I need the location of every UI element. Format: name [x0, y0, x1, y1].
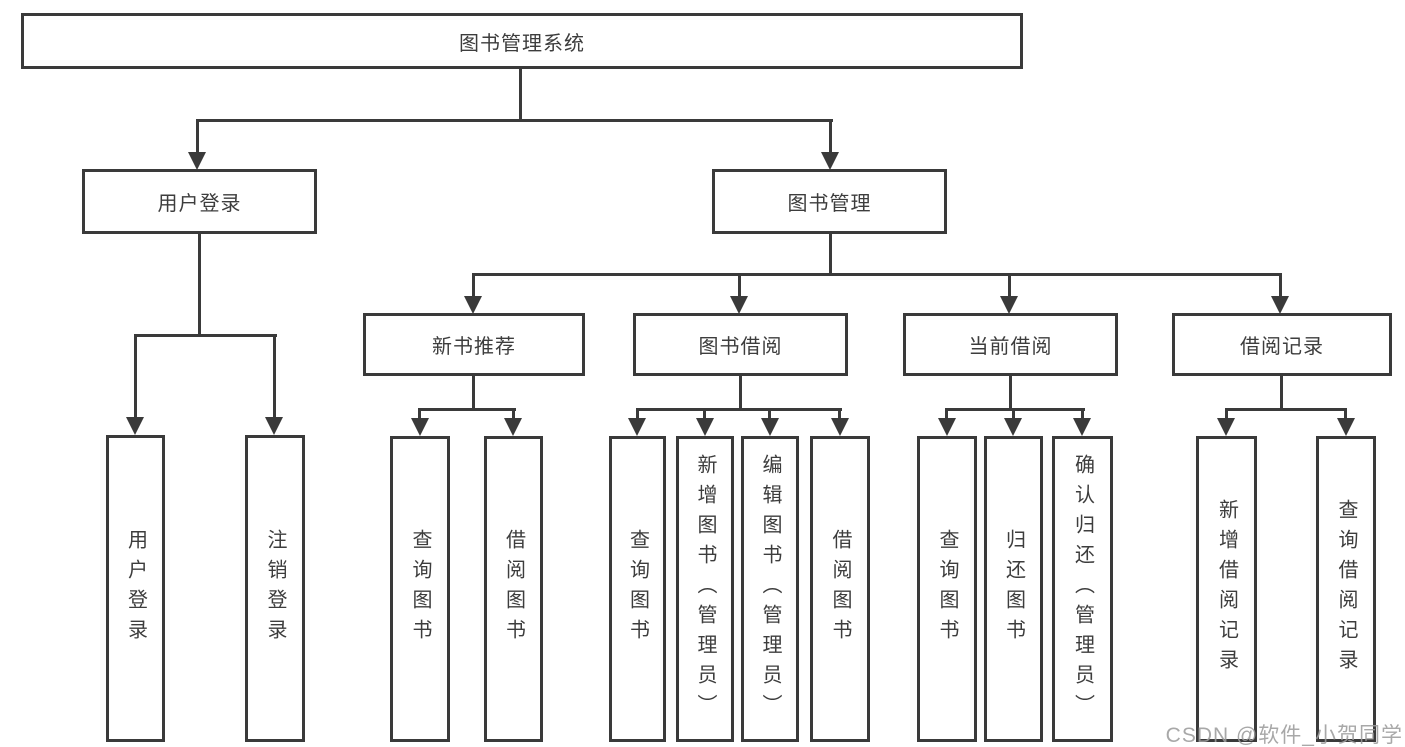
leaf-cur-query-books: 查询图书: [917, 436, 977, 742]
arrowhead-recd-add-icon: [1217, 418, 1235, 436]
arrowhead-login-icon: [126, 417, 144, 435]
leaf-recd-add-record: 新增借阅记录: [1196, 436, 1257, 742]
arrowhead-bor-edit-icon: [761, 418, 779, 436]
node-book-borrow-label: 图书借阅: [698, 336, 783, 358]
node-current-borrow: 当前借阅: [903, 313, 1118, 376]
connector-drop-current: [1008, 273, 1011, 298]
leaf-rec-borrow-books: 借阅图书: [484, 436, 543, 742]
connector-drop-bor-query: [636, 408, 639, 420]
leaf-logout-label: 注销登录: [264, 528, 286, 649]
connector-borrow-stem: [739, 376, 742, 409]
arrowhead-recd-query-icon: [1337, 418, 1355, 436]
connector-drop-records: [1279, 273, 1282, 298]
leaf-recd-query-record-label: 查询借阅记录: [1335, 499, 1357, 679]
leaf-rec-query-books: 查询图书: [390, 436, 450, 742]
leaf-rec-query-books-label: 查询图书: [409, 529, 431, 649]
node-book-mgmt: 图书管理: [712, 169, 947, 234]
arrowhead-bor-query-icon: [628, 418, 646, 436]
arrowhead-rec-query-icon: [411, 418, 429, 436]
arrowhead-book-mgmt-icon: [821, 152, 839, 170]
arrowhead-recommend-icon: [464, 296, 482, 314]
arrowhead-rec-borrow-icon: [504, 418, 522, 436]
connector-login-crossbar: [134, 334, 277, 337]
leaf-bor-add-books-admin-label: 新增图书（管理员）: [694, 454, 716, 724]
node-borrow-records-label: 借阅记录: [1240, 336, 1324, 358]
connector-drop-user-login: [196, 119, 199, 157]
node-borrow-records: 借阅记录: [1172, 313, 1392, 376]
arrowhead-records-icon: [1271, 296, 1289, 314]
node-library-system: 图书管理系统: [21, 13, 1023, 69]
arrowhead-cur-query-icon: [938, 418, 956, 436]
connector-drop-cur-return: [1012, 408, 1015, 420]
node-user-login: 用户登录: [82, 169, 317, 234]
node-new-book-recommend-label: 新书推荐: [432, 336, 516, 358]
node-new-book-recommend: 新书推荐: [363, 313, 585, 376]
connector-root-crossbar: [196, 119, 833, 122]
connector-drop-bor-edit: [768, 408, 771, 420]
leaf-recd-add-record-label: 新增借阅记录: [1215, 499, 1238, 679]
arrowhead-current-icon: [1000, 296, 1018, 314]
leaf-user-login: 用户登录: [106, 435, 165, 742]
connector-recommend-crossbar: [418, 408, 516, 411]
arrowhead-bor-add-icon: [696, 418, 714, 436]
leaf-recd-query-record: 查询借阅记录: [1316, 436, 1376, 742]
arrowhead-logout-icon: [265, 417, 283, 435]
leaf-user-login-label: 用户登录: [124, 528, 147, 649]
connector-mgmt-crossbar: [472, 273, 1282, 276]
arrowhead-cur-return-icon: [1004, 418, 1022, 436]
node-library-system-label: 图书管理系统: [459, 32, 585, 55]
connector-drop-cur-confirm: [1081, 408, 1084, 420]
leaf-rec-borrow-books-label: 借阅图书: [502, 529, 525, 649]
connector-login-stem: [198, 234, 201, 335]
connector-root-stem: [519, 69, 522, 120]
connector-drop-cur-query: [945, 408, 948, 420]
leaf-bor-borrow-books-label: 借阅图书: [829, 529, 851, 649]
leaf-bor-edit-books-admin-label: 编辑图书（管理员）: [759, 454, 781, 724]
csdn-watermark: CSDN @软件_小贺同学: [1165, 724, 1403, 747]
connector-drop-book-mgmt: [829, 119, 832, 157]
connector-current-stem: [1009, 376, 1012, 409]
leaf-cur-confirm-return-admin: 确认归还（管理员）: [1052, 436, 1113, 742]
connector-drop-recd-add: [1225, 408, 1228, 420]
connector-drop-logout: [273, 334, 276, 419]
leaf-bor-query-books-label: 查询图书: [626, 529, 649, 649]
leaf-logout: 注销登录: [245, 435, 305, 742]
leaf-cur-confirm-return-admin-label: 确认归还（管理员）: [1071, 454, 1094, 724]
leaf-cur-return-books: 归还图书: [984, 436, 1043, 742]
connector-recommend-stem: [472, 376, 475, 409]
connector-drop-rec-borrow: [512, 408, 515, 420]
connector-current-crossbar: [945, 408, 1085, 411]
connector-drop-borrow: [738, 273, 741, 298]
connector-drop-recommend: [472, 273, 475, 298]
leaf-bor-edit-books-admin: 编辑图书（管理员）: [741, 436, 799, 742]
arrowhead-cur-confirm-icon: [1073, 418, 1091, 436]
node-book-borrow: 图书借阅: [633, 313, 848, 376]
node-book-mgmt-label: 图书管理: [787, 193, 872, 215]
leaf-bor-add-books-admin: 新增图书（管理员）: [676, 436, 734, 742]
leaf-cur-query-books-label: 查询图书: [936, 529, 958, 649]
connector-records-crossbar: [1225, 408, 1347, 411]
arrowhead-bor-borrow-icon: [831, 418, 849, 436]
connector-drop-recd-query: [1344, 408, 1347, 420]
leaf-bor-query-books: 查询图书: [609, 436, 666, 742]
connector-records-stem: [1280, 376, 1283, 409]
connector-mgmt-stem: [829, 234, 832, 274]
leaf-bor-borrow-books: 借阅图书: [810, 436, 870, 742]
connector-drop-bor-add: [703, 408, 706, 420]
connector-borrow-crossbar: [636, 408, 842, 411]
leaf-cur-return-books-label: 归还图书: [1002, 529, 1025, 649]
connector-drop-bor-borrow: [838, 408, 841, 420]
connector-drop-rec-query: [418, 408, 421, 420]
node-current-borrow-label: 当前借阅: [968, 336, 1053, 358]
node-user-login-label: 用户登录: [157, 193, 242, 215]
arrowhead-user-login-icon: [188, 152, 206, 170]
connector-drop-login: [134, 334, 137, 419]
arrowhead-borrow-icon: [730, 296, 748, 314]
